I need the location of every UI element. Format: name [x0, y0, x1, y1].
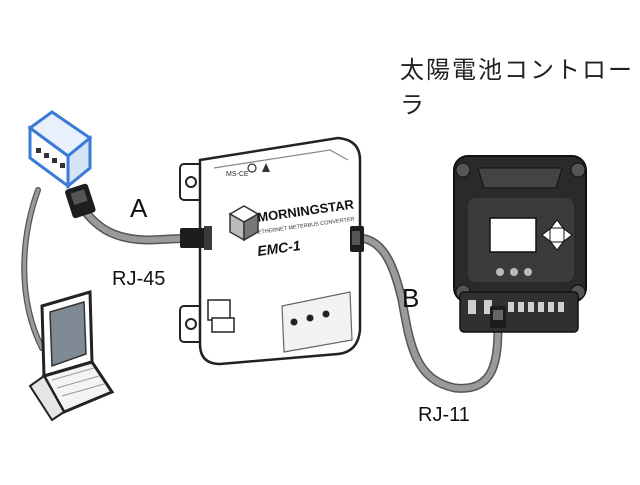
converter-emc1: [179, 136, 362, 366]
converter-small-label: MS-CE: [226, 171, 249, 178]
keypad-icon: [541, 219, 573, 251]
page-title: 太陽電池コントローラ: [400, 56, 634, 119]
solar-controller-icon: [453, 155, 587, 333]
ce-mark-icon: [247, 163, 270, 173]
rj45-label: RJ-45: [112, 268, 166, 290]
rj11-label: RJ-11: [418, 404, 470, 426]
cable-label-a: A: [130, 193, 148, 223]
converter-model: EMC-1: [256, 237, 302, 259]
rj11-converter-plug-icon: [350, 226, 364, 252]
rj45-converter-plug-icon: [180, 226, 212, 250]
rj45-plug-icon: [65, 183, 96, 219]
status-leds-icon: [290, 310, 330, 326]
cable-b: [355, 233, 503, 393]
rj11-controller-plug-icon: [490, 306, 506, 328]
network-switch-icon: [27, 110, 93, 190]
morningstar-logo-icon: [228, 205, 260, 242]
laptop-icon: [28, 290, 115, 422]
cable-laptop: [21, 187, 45, 351]
cable-label-b: B: [402, 283, 420, 313]
